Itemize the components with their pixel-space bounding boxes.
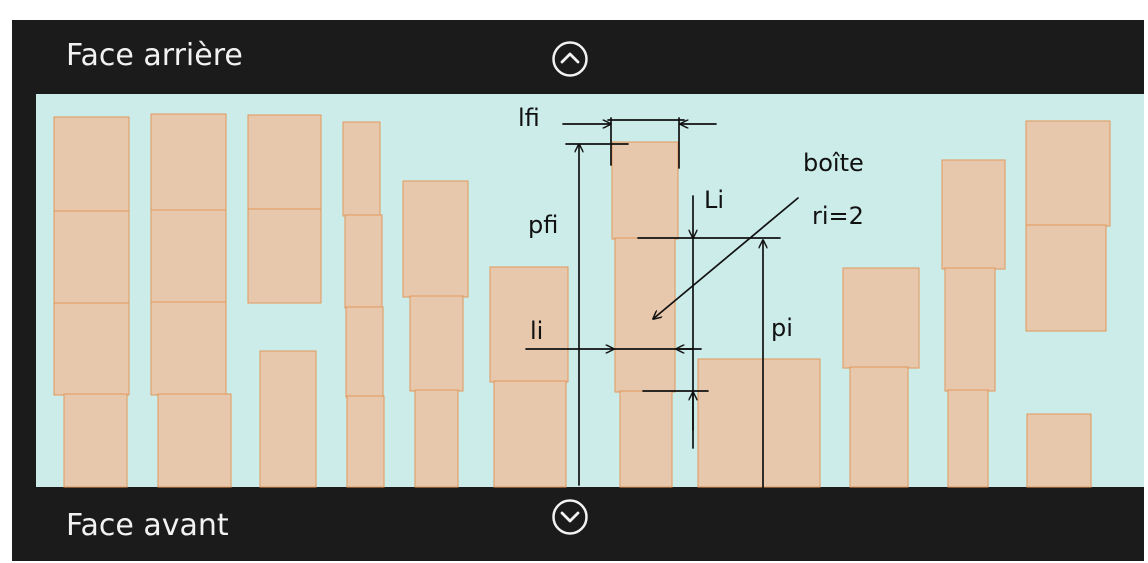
stack-box: [697, 358, 821, 488]
stack-box: [1025, 120, 1111, 227]
pfi-label: pfi: [528, 211, 558, 239]
stack-box: [345, 306, 384, 398]
box-pointer-arrow: [653, 197, 799, 319]
face-back-label: Face arrière: [66, 38, 243, 73]
Li-label: Li: [704, 186, 724, 214]
stack-box: [842, 267, 920, 369]
stack-box: [414, 389, 459, 488]
box-stacks: [53, 113, 1111, 488]
stack-box: [247, 208, 322, 304]
stack-box: [150, 301, 227, 396]
stack-box: [941, 159, 1006, 270]
stack-box: [1025, 224, 1107, 332]
annotated-box: [614, 237, 676, 393]
stack-box: [150, 113, 227, 212]
lfi-label: lfi: [518, 104, 540, 132]
chevron-down-circle-icon[interactable]: [551, 498, 589, 536]
stack-box: [947, 389, 989, 488]
stack-box: [157, 393, 232, 488]
chevron-up-circle-icon[interactable]: [551, 40, 589, 78]
stack-box: [489, 266, 569, 383]
stack-box: [619, 390, 673, 488]
stack-box: [944, 267, 996, 392]
stack-box: [611, 141, 679, 240]
stack-box: [402, 180, 469, 298]
stack-box: [493, 380, 567, 488]
li-label: li: [530, 317, 543, 345]
stack-box: [53, 210, 130, 305]
stack-box: [1026, 413, 1092, 488]
stack-box: [150, 209, 227, 304]
stack-box: [53, 302, 130, 396]
stack-box: [342, 121, 381, 217]
stack-box: [849, 366, 909, 488]
pi-label: pi: [771, 314, 793, 342]
stack-box: [63, 393, 128, 488]
stack-box: [344, 214, 383, 309]
box-label-line2: ri=2: [812, 202, 864, 230]
stack-box: [259, 350, 317, 488]
stack-box: [247, 114, 322, 211]
face-front-label: Face avant: [66, 508, 229, 543]
stack-box: [346, 395, 385, 488]
stack-box: [409, 295, 464, 392]
dimension-annotations: [525, 117, 799, 489]
box-label-line1: boîte: [803, 149, 864, 177]
stack-box: [53, 116, 130, 213]
